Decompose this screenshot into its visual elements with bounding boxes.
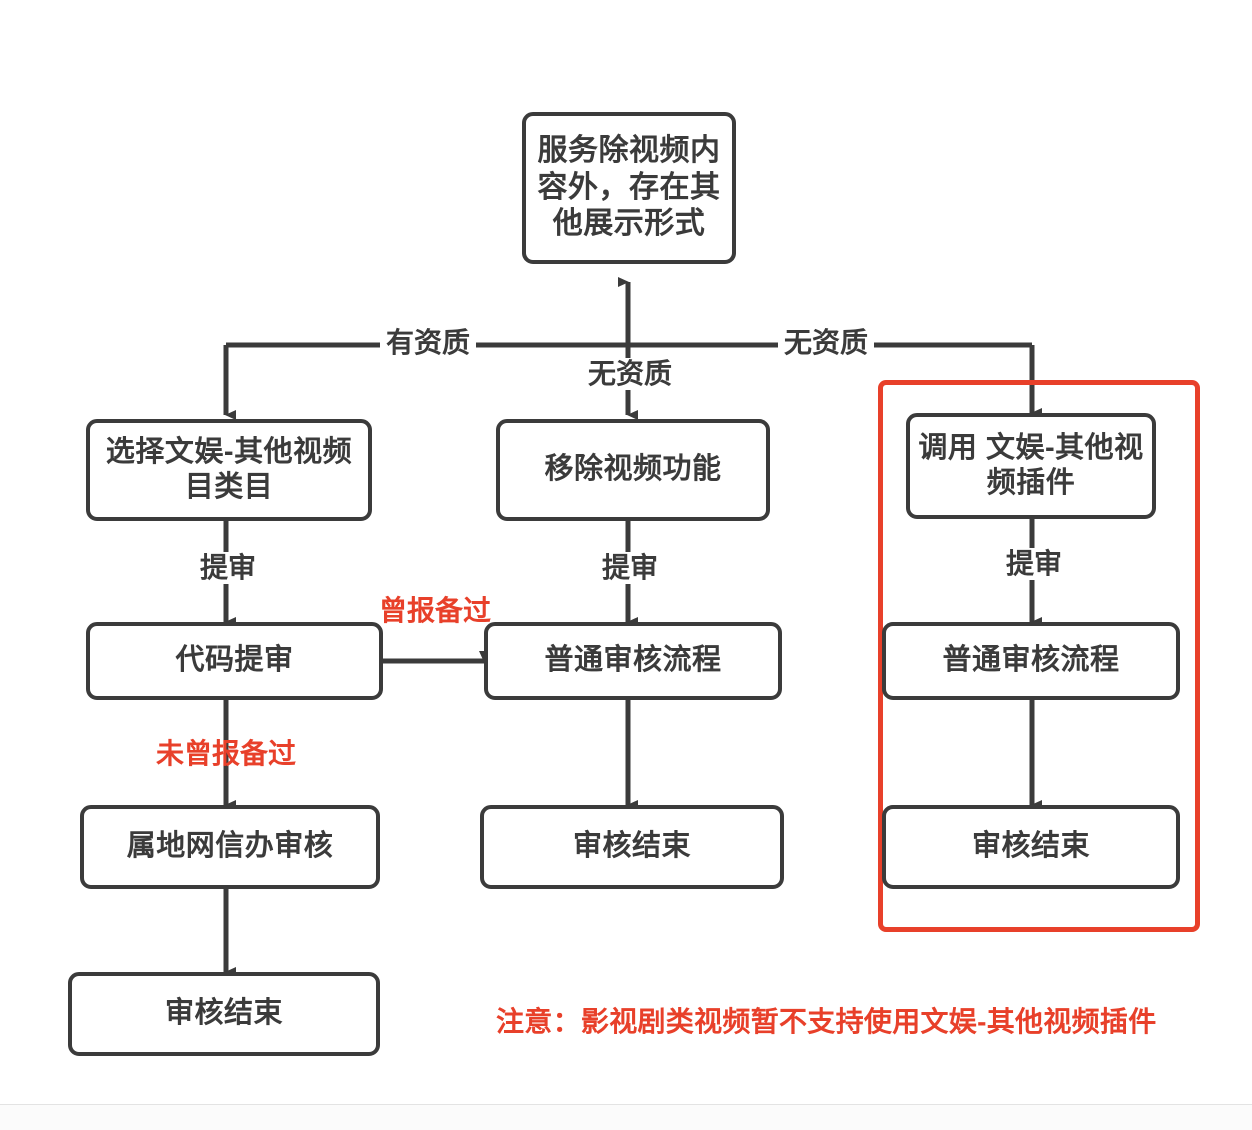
edge-label-mid-submit-review: 提审 [598, 552, 663, 585]
node-mid-review-end-label: 审核结束 [572, 830, 691, 863]
node-right-call-plugin[interactable]: 调用 文娱-其他视频插件 [906, 413, 1156, 519]
node-left-code-review-label: 代码提审 [175, 644, 294, 677]
edge-label-branch-left: 有资质 [380, 327, 477, 360]
highlight-region-right-branch [878, 380, 1200, 932]
node-right-normal-review-flow-label: 普通审核流程 [942, 644, 1120, 677]
edge-label-filed-before: 曾报备过 [379, 595, 492, 626]
node-right-call-plugin-label: 调用 文娱-其他视频插件 [918, 431, 1144, 499]
node-mid-remove-video-feature-label: 移除视频功能 [544, 453, 722, 486]
edge-label-branch-center: 无资质 [584, 358, 677, 391]
node-mid-remove-video-feature[interactable]: 移除视频功能 [496, 419, 770, 521]
node-left-select-category[interactable]: 选择文娱-其他视频目类目 [86, 419, 372, 521]
node-left-code-review[interactable]: 代码提审 [86, 622, 383, 700]
node-top-label: 服务除视频内容外，存在其他展示形式 [537, 134, 721, 241]
footnote-warning: 注意：影视剧类视频暂不支持使用文娱-其他视频插件 [496, 1006, 1157, 1037]
node-left-review-end-label: 审核结束 [164, 997, 283, 1030]
bottom-strip [0, 1105, 1252, 1130]
node-top-service-other-display[interactable]: 服务除视频内容外，存在其他展示形式 [522, 112, 736, 264]
node-right-normal-review-flow[interactable]: 普通审核流程 [882, 622, 1180, 700]
node-left-local-cac-review-label: 属地网信办审核 [126, 830, 334, 863]
edge-label-never-filed: 未曾报备过 [156, 738, 297, 769]
node-right-review-end[interactable]: 审核结束 [882, 805, 1180, 889]
edge-label-right-submit-review: 提审 [1002, 548, 1067, 581]
edge-label-branch-right: 无资质 [778, 327, 875, 360]
edge-label-left-submit-review: 提审 [196, 552, 261, 585]
node-mid-normal-review-flow[interactable]: 普通审核流程 [484, 622, 782, 700]
node-mid-normal-review-flow-label: 普通审核流程 [544, 644, 722, 677]
node-right-review-end-label: 审核结束 [971, 830, 1090, 863]
node-left-local-cac-review[interactable]: 属地网信办审核 [80, 805, 380, 889]
node-left-select-category-label: 选择文娱-其他视频目类目 [105, 435, 353, 503]
bottom-divider [0, 1104, 1252, 1105]
node-mid-review-end[interactable]: 审核结束 [480, 805, 784, 889]
node-left-review-end[interactable]: 审核结束 [68, 972, 380, 1056]
